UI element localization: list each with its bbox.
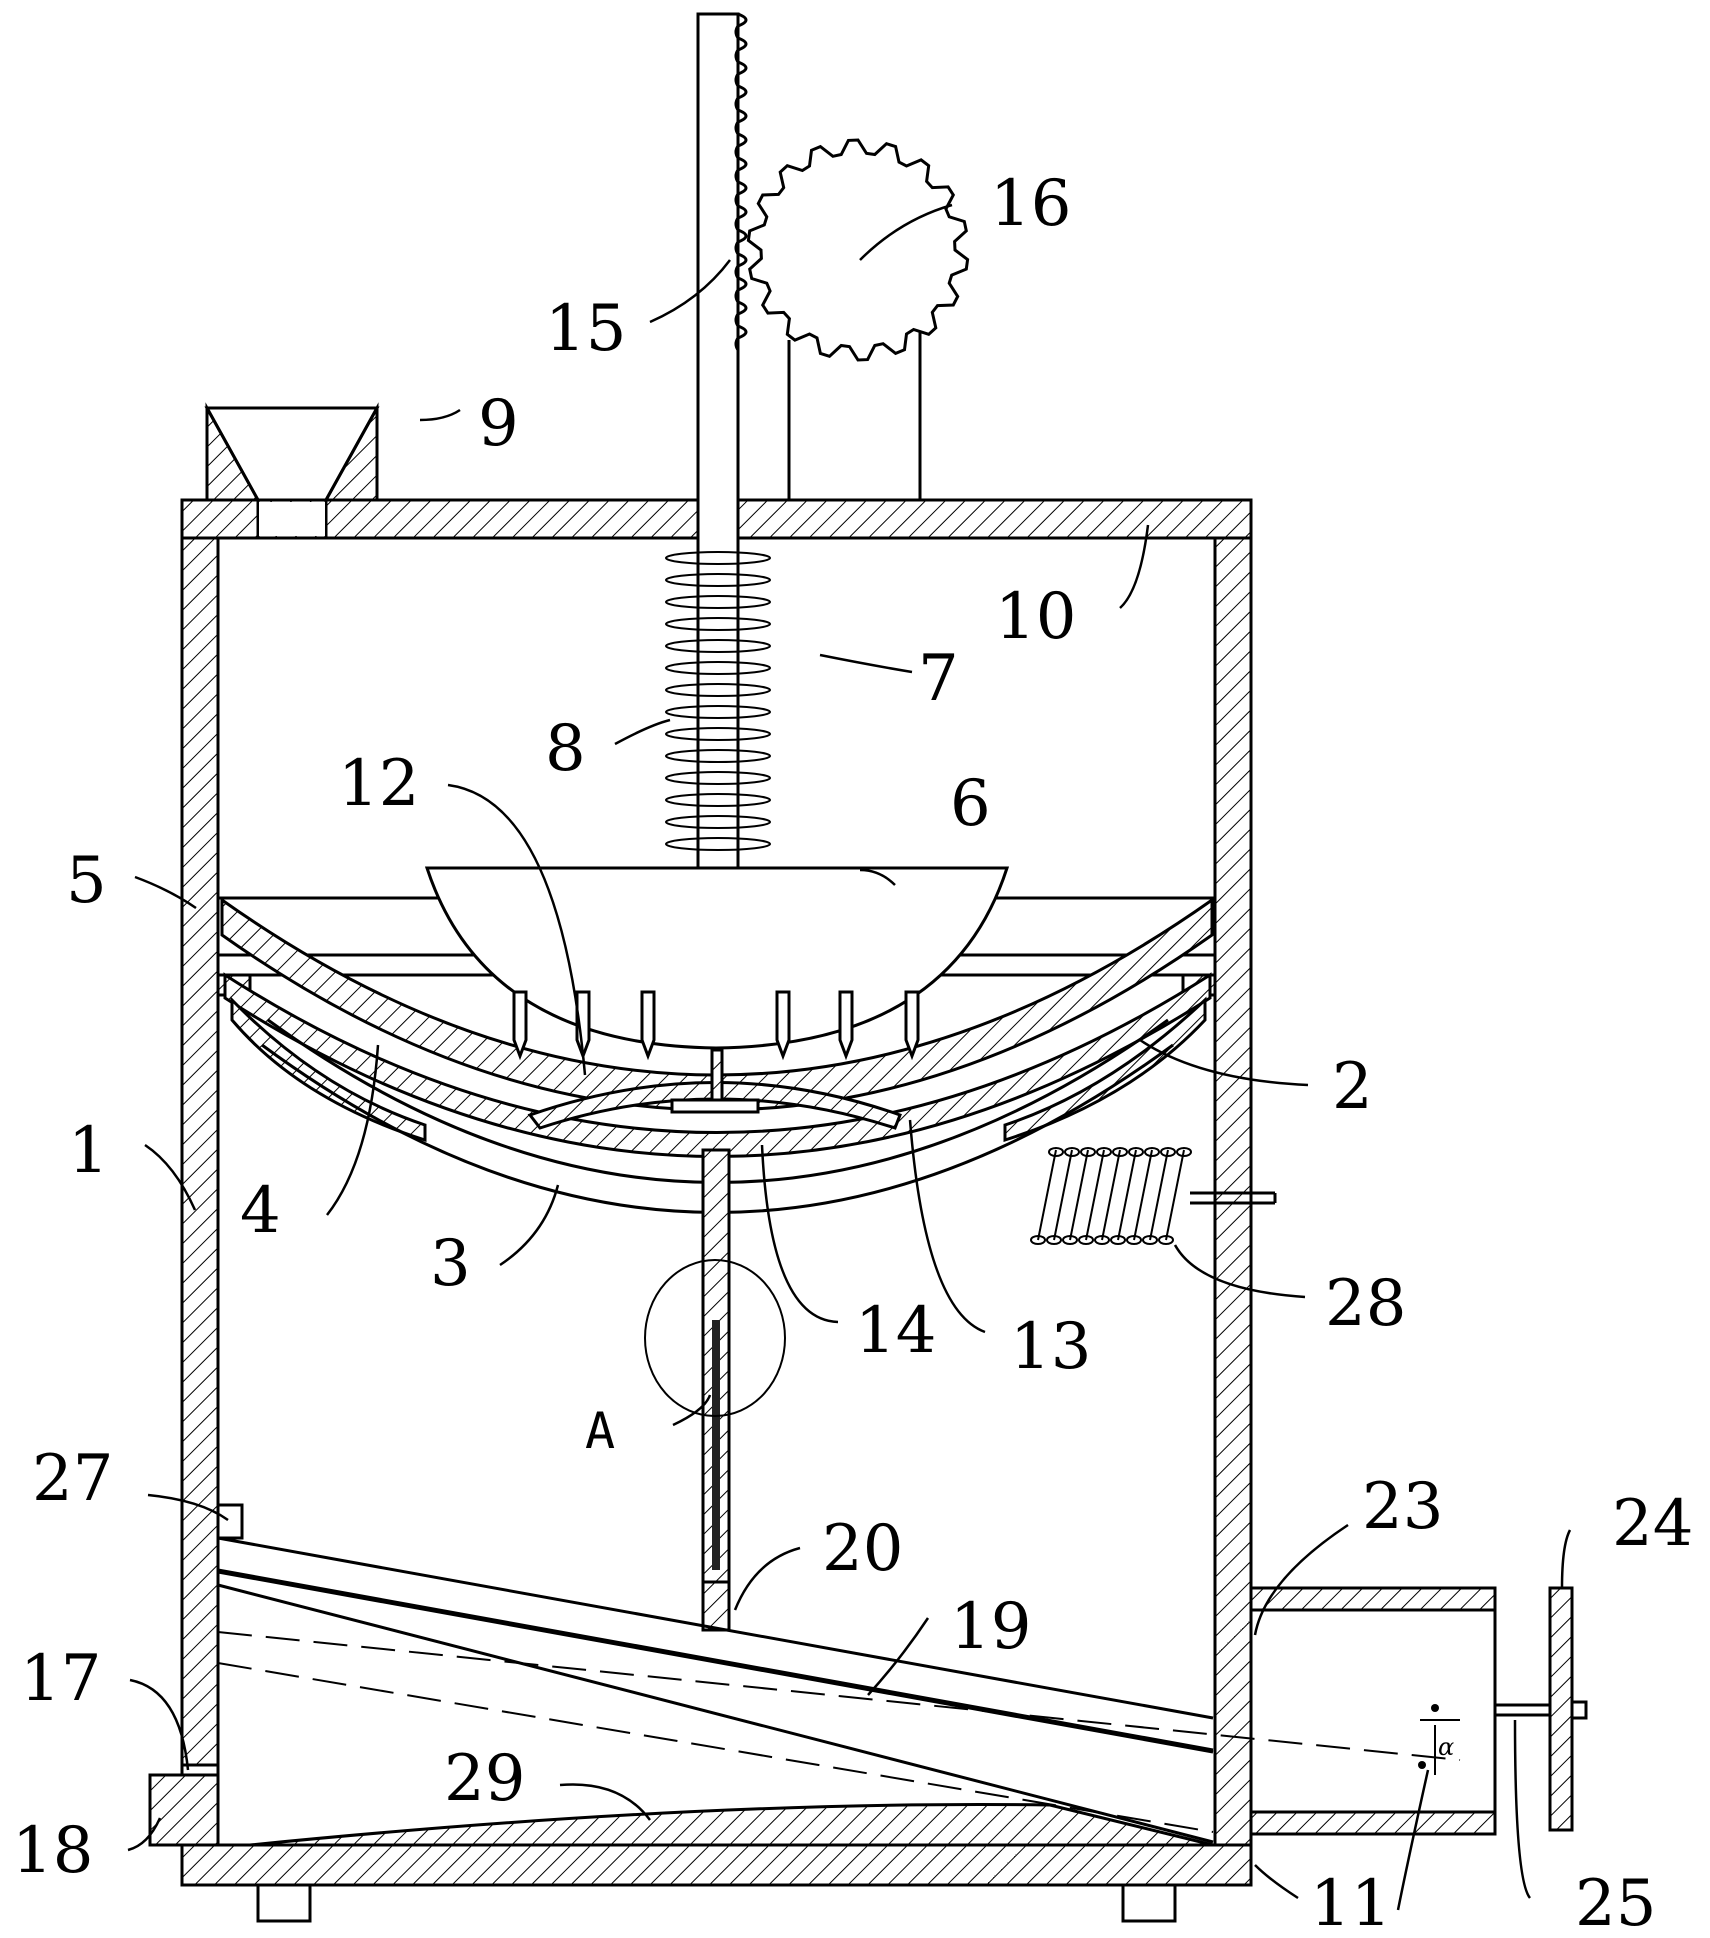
coil-top — [1048, 1147, 1064, 1157]
coil-top — [1096, 1147, 1112, 1157]
spring-coil — [665, 837, 771, 851]
coil-top — [1160, 1147, 1176, 1157]
label-5: 5 — [66, 844, 107, 918]
label-1: 1 — [68, 1114, 109, 1188]
spring-coil — [665, 727, 771, 741]
label-17: 17 — [20, 1642, 101, 1716]
vibration-rod — [670, 1048, 760, 1632]
handwheel — [1495, 1586, 1588, 1832]
label-14: 14 — [855, 1294, 936, 1368]
heater-mount — [1190, 1191, 1277, 1205]
coil-loop — [1149, 1149, 1169, 1241]
coil-bottom — [1078, 1235, 1094, 1245]
coil-bottom — [1094, 1235, 1110, 1245]
coil-bottom — [1046, 1235, 1062, 1245]
label-23: 23 — [1362, 1470, 1443, 1544]
spring-coil — [665, 793, 771, 807]
heater-coil — [1030, 1147, 1192, 1245]
label-2: 2 — [1332, 1050, 1373, 1124]
leader-lines — [127, 203, 1572, 1911]
coil-bottom — [1030, 1235, 1046, 1245]
inclined-plate — [216, 1503, 1461, 1844]
spring-coil — [665, 639, 771, 653]
spike — [775, 990, 791, 1061]
spikes — [512, 990, 920, 1061]
coil-bottom — [1158, 1235, 1174, 1245]
label-13: 13 — [1010, 1310, 1091, 1384]
label-9: 9 — [478, 387, 519, 461]
spike — [838, 990, 854, 1061]
coil-top — [1064, 1147, 1080, 1157]
spring-coil — [665, 595, 771, 609]
spring-coil — [665, 705, 771, 719]
label-19: 19 — [950, 1590, 1031, 1664]
coil-top — [1176, 1147, 1192, 1157]
label-3: 3 — [430, 1227, 471, 1301]
spring-coil — [665, 617, 771, 631]
reference-numerals: 1 2 3 4 5 6 7 8 9 10 11 12 13 14 15 16 1… — [12, 167, 1693, 1938]
feet — [256, 1883, 1177, 1923]
bottom-slope — [249, 1803, 1214, 1847]
feed-hopper — [204, 402, 380, 538]
detail-circle-a — [644, 1259, 786, 1417]
coil-loop — [1069, 1149, 1089, 1241]
spike — [640, 990, 656, 1061]
label-11: 11 — [1310, 1867, 1391, 1938]
coil-loop — [1037, 1149, 1057, 1241]
label-8: 8 — [545, 712, 586, 786]
coil-loop — [1085, 1149, 1105, 1241]
label-27: 27 — [32, 1442, 113, 1516]
coil-loop — [1133, 1149, 1153, 1241]
gear-motor — [746, 138, 970, 500]
label-29: 29 — [444, 1742, 525, 1816]
coil-top — [1112, 1147, 1128, 1157]
spring-coil — [665, 551, 771, 565]
angle-marks — [1418, 1704, 1460, 1775]
spike — [575, 990, 591, 1061]
spring-coil — [665, 815, 771, 829]
coil-loop — [1165, 1149, 1185, 1241]
spring-coil — [665, 573, 771, 587]
label-10: 10 — [995, 580, 1076, 654]
coil-bottom — [1110, 1235, 1126, 1245]
label-15: 15 — [545, 292, 626, 366]
spike — [904, 990, 920, 1061]
spike — [512, 990, 528, 1061]
label-16: 16 — [990, 167, 1071, 241]
coil-loop — [1101, 1149, 1121, 1241]
label-6: 6 — [950, 767, 991, 841]
spring-coil — [665, 749, 771, 763]
label-4: 4 — [240, 1174, 281, 1248]
coil-bottom — [1142, 1235, 1158, 1245]
spring-coil — [665, 771, 771, 785]
coil-loop — [1053, 1149, 1073, 1241]
label-12: 12 — [338, 747, 419, 821]
press-bowl — [424, 866, 1010, 1050]
spring-coil — [665, 661, 771, 675]
outlet-pipe — [1249, 1586, 1497, 1836]
label-28: 28 — [1325, 1267, 1406, 1341]
label-detail-a: A — [585, 1402, 615, 1460]
label-18: 18 — [12, 1814, 93, 1888]
upper-screen — [220, 897, 1214, 1112]
spring — [665, 551, 771, 851]
coil-top — [1128, 1147, 1144, 1157]
label-24: 24 — [1612, 1487, 1693, 1561]
coil-top — [1144, 1147, 1160, 1157]
coil-loop — [1117, 1149, 1137, 1241]
label-20: 20 — [822, 1512, 903, 1586]
coil-bottom — [1126, 1235, 1142, 1245]
spring-coil — [665, 683, 771, 697]
discharge-port — [148, 1763, 220, 1847]
center-screen — [527, 1081, 902, 1130]
coil-top — [1080, 1147, 1096, 1157]
coil-bottom — [1062, 1235, 1078, 1245]
label-7: 7 — [918, 642, 959, 716]
label-25: 25 — [1575, 1867, 1656, 1938]
label-angle-alpha: α — [1438, 1733, 1454, 1761]
